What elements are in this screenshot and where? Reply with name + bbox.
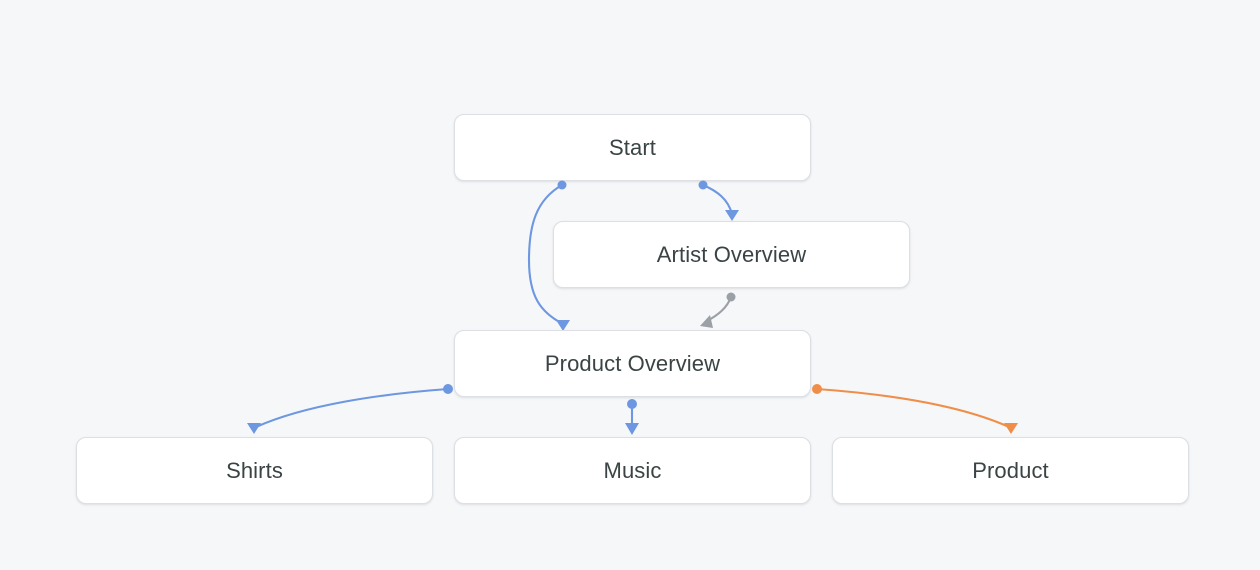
handle-artist-overview-bottom[interactable] bbox=[726, 292, 736, 302]
node-shirts[interactable]: Shirts bbox=[76, 437, 433, 504]
node-music[interactable]: Music bbox=[454, 437, 811, 504]
arrowhead-product-overview-to-music bbox=[625, 423, 639, 435]
edge-product-overview-to-product bbox=[815, 387, 1011, 429]
node-product-overview[interactable]: Product Overview bbox=[454, 330, 811, 397]
node-product[interactable]: Product bbox=[832, 437, 1189, 504]
handle-product-overview-bottom[interactable] bbox=[627, 399, 637, 409]
edge-product-overview-to-shirts bbox=[254, 387, 450, 429]
handle-product-overview-right[interactable] bbox=[812, 384, 822, 394]
arrowhead-artist-to-product-overview bbox=[700, 315, 713, 328]
handle-product-overview-left[interactable] bbox=[443, 384, 453, 394]
handle-start-bottom-left[interactable] bbox=[557, 180, 567, 190]
node-artist-overview[interactable]: Artist Overview bbox=[553, 221, 910, 288]
node-artist-overview-label: Artist Overview bbox=[656, 241, 807, 267]
handle-start-bottom-right[interactable] bbox=[698, 180, 708, 190]
edge-start-to-artist-overview bbox=[701, 183, 734, 216]
node-product-overview-label: Product Overview bbox=[544, 350, 721, 376]
node-start-label: Start bbox=[609, 134, 656, 160]
arrowhead-product-overview-to-product bbox=[1004, 423, 1018, 434]
node-shirts-label: Shirts bbox=[226, 457, 283, 483]
node-start[interactable]: Start bbox=[454, 114, 811, 181]
node-music-label: Music bbox=[603, 457, 662, 483]
arrowhead-start-to-artist-overview bbox=[725, 210, 739, 221]
node-product-label: Product bbox=[972, 457, 1049, 483]
arrowhead-product-overview-to-shirts bbox=[247, 423, 261, 434]
